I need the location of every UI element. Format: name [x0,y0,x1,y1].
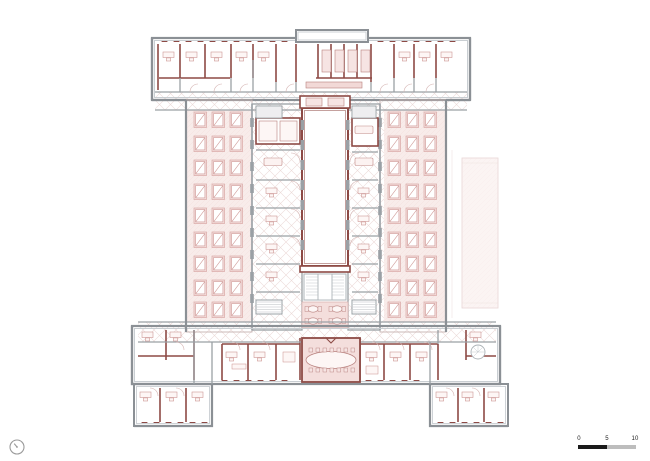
west-desk-bays [193,111,243,318]
south-wing-furniture [139,331,500,402]
north-wing-furniture [162,49,453,89]
scale-bar-segment-light [607,445,636,449]
scale-bar: 0 5 10 [577,436,640,454]
south-wing [130,321,509,428]
scale-tick-0: 0 [577,436,581,442]
scale-tick-10: 10 [631,436,639,442]
stair-core-west [255,105,283,119]
stair-core-west-lower [255,299,283,315]
central-courtyard [299,95,351,267]
scale-tick-5: 5 [605,436,609,442]
scale-bar-graphic [578,445,636,449]
wing-outer-walls [150,38,472,332]
east-inner-offices [347,103,381,331]
spiral-stair-se [470,344,486,360]
stair-core-east [351,105,377,119]
stair-core-east-lower [351,299,377,315]
east-annex [451,150,499,318]
east-desk-bays [387,111,437,318]
scale-bar-labels: 0 5 10 [577,436,640,445]
grand-staircase [299,265,351,329]
scale-bar-segment-dark [578,445,607,449]
north-arrow [8,438,26,456]
west-inner-offices [251,103,303,331]
north-arrow-hub [16,446,18,448]
board-room [301,337,361,383]
